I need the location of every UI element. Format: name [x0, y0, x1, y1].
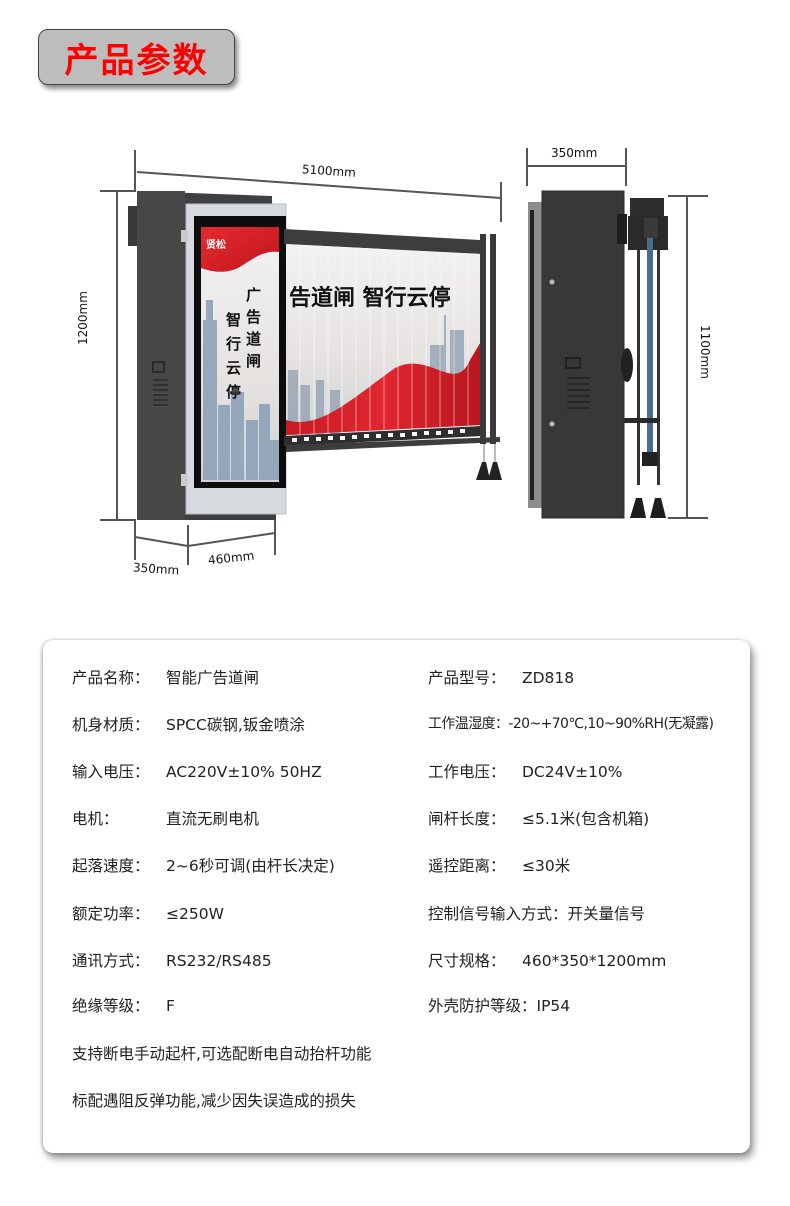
svg-text:智: 智 [226, 311, 241, 329]
spec-row: 绝缘等级： F [72, 994, 175, 1016]
spec-value: ≤30米 [522, 857, 571, 875]
spec-value: -20~+70℃,10~90%RH(无凝露) [508, 716, 714, 732]
spec-row: 遥控距离： ≤30米 [428, 854, 570, 876]
svg-text:停: 停 [226, 383, 241, 401]
barrier-gate-illustration: 贤松 广 告 道 闸 智 行 云 停 [100, 148, 708, 565]
spec-label: 绝缘等级： [72, 997, 150, 1015]
specs-card: 产品名称： 智能广告道闸 机身材质： SPCC碳钢,钣金喷涂 输入电压： AC220V… [43, 640, 750, 1153]
spec-label: 工作温湿度： [428, 716, 509, 732]
svg-text:广: 广 [246, 286, 261, 304]
spec-value: SPCC碳钢,钣金喷涂 [166, 716, 305, 734]
feature-note: 标配遇阻反弹功能,减少因失误造成的损失 [72, 1092, 356, 1110]
spec-value: 460*350*1200mm [522, 952, 667, 970]
spec-row: 通讯方式： RS232/RS485 [72, 949, 272, 971]
svg-text:闸: 闸 [246, 352, 261, 370]
side-height-label: 1100mm [698, 325, 712, 379]
svg-text:告: 告 [246, 308, 261, 326]
spec-value: 直流无刷电机 [166, 810, 260, 828]
svg-text:行: 行 [225, 335, 241, 353]
spec-label: 尺寸规格： [428, 952, 506, 970]
spec-label: 额定功率： [72, 905, 150, 923]
spec-row: 工作电压： DC24V±10% [428, 760, 623, 782]
spec-label: 通讯方式： [72, 952, 150, 970]
spec-row: 额定功率： ≤250W [72, 902, 224, 924]
spec-row: 机身材质： SPCC碳钢,钣金喷涂 [72, 713, 305, 735]
spec-row: 输入电压： AC220V±10% 50HZ [72, 760, 322, 782]
height-label: 1200mm [76, 291, 90, 345]
spec-label: 遥控距离： [428, 857, 506, 875]
spec-value: ≤5.1米(包含机箱) [522, 810, 650, 828]
spec-label: 控制信号输入方式： [428, 905, 568, 923]
fence-banner-text: 告道闸 智行云停 [289, 285, 451, 311]
spec-label: 输入电压： [72, 763, 150, 781]
svg-text:道: 道 [246, 330, 261, 348]
spec-row: 电机： 直流无刷电机 [72, 807, 259, 829]
spec-value: 开关量信号 [567, 905, 646, 923]
spec-row: 尺寸规格： 460*350*1200mm [428, 949, 666, 971]
spec-label: 产品名称： [72, 669, 150, 687]
screen-logo: 贤松 [206, 238, 226, 251]
spec-row: 产品名称： 智能广告道闸 [72, 666, 259, 688]
spec-row: 工作温湿度：-20~+70℃,10~90%RH(无凝露) [428, 713, 714, 733]
dimension-lines-side [526, 148, 708, 519]
spec-label: 产品型号： [428, 669, 506, 687]
spec-value: DC24V±10% [522, 763, 623, 781]
section-title: 产品参数 [64, 40, 209, 81]
spec-label: 电机： [72, 810, 119, 828]
spec-label: 闸杆长度： [428, 810, 506, 828]
spec-label: 机身材质： [72, 716, 150, 734]
feature-note: 支持断电手动起杆,可选配断电自动抬杆功能 [72, 1045, 372, 1063]
spec-row: 闸杆长度： ≤5.1米(包含机箱) [428, 807, 649, 829]
spec-value: AC220V±10% 50HZ [166, 763, 322, 781]
dimension-lines-front [100, 150, 502, 565]
section-title-badge: 产品参数 [38, 29, 235, 85]
spec-value: ≤250W [166, 905, 224, 923]
product-dimension-diagram: 贤松 广 告 道 闸 智 行 云 停 [76, 146, 712, 578]
side-width-label: 350mm [551, 146, 598, 160]
spec-label: 起落速度： [72, 857, 150, 875]
spec-label: 工作电压： [428, 763, 506, 781]
spec-row: 产品型号： ZD818 [428, 666, 574, 688]
spec-value: RS232/RS485 [166, 952, 272, 970]
spec-value: IP54 [536, 997, 571, 1015]
spec-row: 外壳防护等级：IP54 [428, 994, 570, 1016]
spec-value: ZD818 [522, 669, 575, 687]
spec-value: 智能广告道闸 [166, 669, 260, 687]
spec-value: 2~6秒可调(由杆长决定) [166, 857, 335, 875]
spec-row: 控制信号输入方式：开关量信号 [428, 902, 645, 924]
svg-text:云: 云 [226, 359, 241, 377]
spec-row: 起落速度： 2~6秒可调(由杆长决定) [72, 854, 335, 876]
spec-value: F [166, 997, 175, 1015]
spec-label: 外壳防护等级： [428, 997, 537, 1015]
